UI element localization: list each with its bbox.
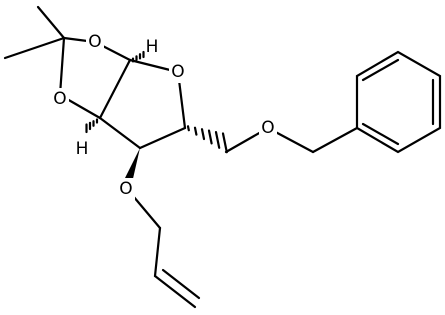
bond-methyl-1 [36,5,66,40]
benzyloxymethyl-group [224,126,359,154]
bond-c3-c2 [98,116,142,150]
bond-ch-ch2-double-2 [161,268,201,300]
atom-labels: O O O O O H H [51,31,277,200]
wedge-c3-o-allyl [124,148,140,183]
bond-ch-ch2-double-1 [153,274,197,309]
hashed-wedge-c4-ch2 [186,125,228,154]
atom-o-dioxolane-lower: O [53,89,66,109]
allyl-group [126,188,201,309]
atom-o-furanose-ring: O [171,62,184,82]
bond-c4-c3 [138,126,187,150]
furanose-ring [98,58,187,150]
hashed-wedge-anomeric-h [131,50,145,63]
bond-c1-c2 [98,58,132,120]
bond-ch2-ch [153,226,162,278]
atom-h-anomeric: H [146,37,159,57]
bond-cq-o-lower [58,36,66,97]
phenyl-ring [355,50,442,154]
atom-o-benzyl-ether: O [261,118,274,138]
hashed-wedge-fusion-h [85,118,99,134]
atom-o-dioxolane-upper: O [88,32,101,52]
atom-h-ring-fusion: H [76,139,89,159]
bond-methyl-2 [3,36,66,60]
atom-o-allyl-ether: O [119,179,132,199]
bond-ch2-phenyl [311,126,359,154]
